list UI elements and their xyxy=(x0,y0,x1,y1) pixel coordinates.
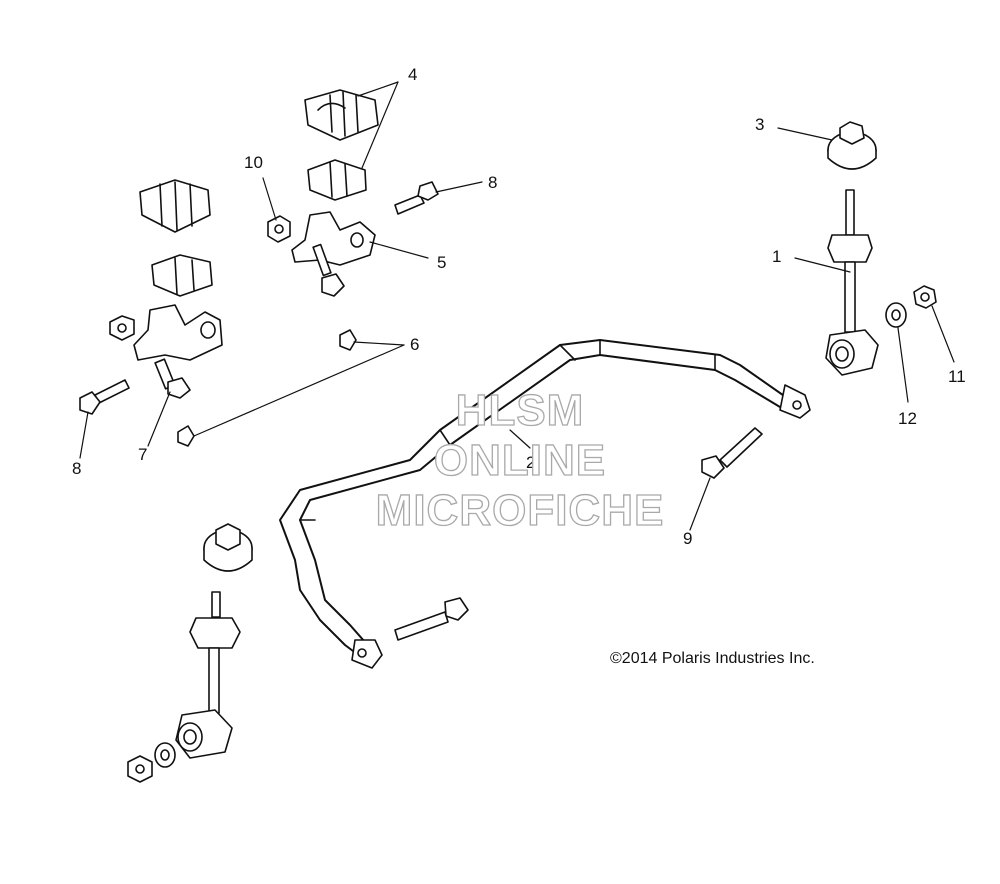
bolt-right xyxy=(701,427,763,479)
callout-labels: 1 2 3 4 5 6 7 8 8 9 10 11 12 xyxy=(72,65,966,548)
nut-upper xyxy=(267,215,291,243)
nut-left xyxy=(109,315,135,341)
bushing-block-middle xyxy=(307,159,367,201)
link-rod-right xyxy=(825,189,879,376)
callout-12: 12 xyxy=(898,409,917,428)
washer-left xyxy=(154,742,176,768)
callout-9: 9 xyxy=(683,529,692,548)
grease-fitting-lower xyxy=(177,425,195,447)
clamp-upper xyxy=(291,211,376,266)
callout-11: 11 xyxy=(948,367,966,386)
callout-8a: 8 xyxy=(488,173,497,192)
copyright-notice: ©2014 Polaris Industries Inc. xyxy=(610,650,815,667)
callout-4: 4 xyxy=(408,65,417,84)
bolt-upper xyxy=(394,181,439,215)
stabilizer-bar xyxy=(279,339,811,669)
bushing-right xyxy=(827,121,877,170)
bushing-block-left-lower xyxy=(151,254,213,297)
clamp-left xyxy=(133,304,223,361)
nut-lower-left xyxy=(127,755,153,783)
callout-8b: 8 xyxy=(72,459,81,478)
callout-10: 10 xyxy=(244,153,263,172)
callout-5: 5 xyxy=(437,253,446,272)
callout-3: 3 xyxy=(755,115,764,134)
bolt-clamp-left xyxy=(154,358,191,399)
leader-lines xyxy=(79,81,955,531)
bushing-block-left-upper xyxy=(139,179,211,233)
washer-right xyxy=(885,302,907,328)
callout-6: 6 xyxy=(410,335,419,354)
grease-fitting-upper xyxy=(339,329,357,351)
callout-2: 2 xyxy=(526,453,535,472)
link-rod-left xyxy=(175,591,241,759)
callout-7: 7 xyxy=(138,445,147,464)
nut-right xyxy=(913,285,937,309)
bolt-clamp-upper xyxy=(312,243,345,297)
bushing-left xyxy=(203,523,253,572)
callout-1: 1 xyxy=(772,247,781,266)
bolt-bar-lower xyxy=(394,597,469,641)
bolt-lower-left xyxy=(79,379,130,415)
bushing-block-upper xyxy=(304,89,379,141)
